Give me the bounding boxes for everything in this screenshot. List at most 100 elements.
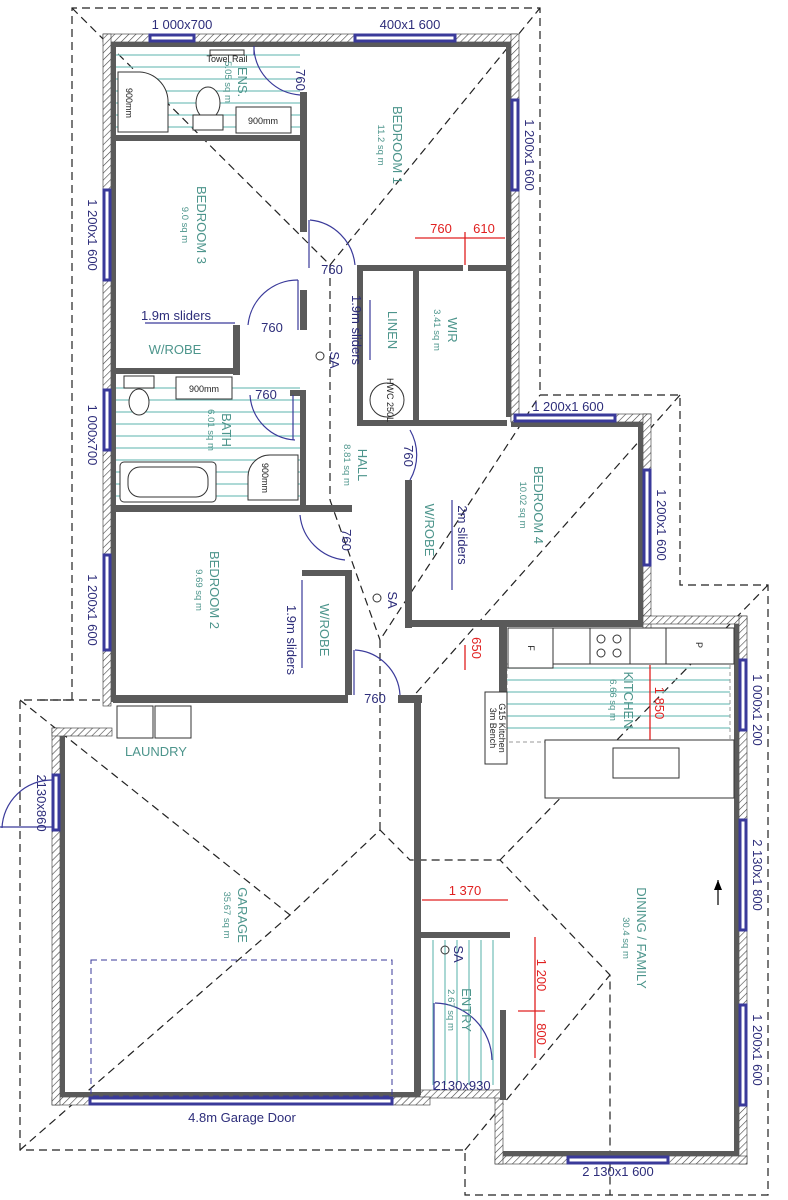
red-dimension-lines — [415, 232, 651, 1058]
car-outline — [90, 959, 393, 1097]
hwc-label: HWC 250L — [385, 378, 395, 422]
towel-rail-icon — [209, 49, 245, 56]
window-label: 1 000x1 200 — [750, 674, 765, 746]
room-laundry-name: LAUNDRY — [125, 744, 187, 759]
dim-label: 1 200 — [534, 959, 549, 992]
dim-label: 650 — [469, 637, 484, 659]
room-hall-area: 8.81 sq m — [341, 444, 352, 486]
wet-area-entry — [432, 940, 494, 1085]
slider-label: 1.9m sliders — [284, 605, 299, 676]
room-bedroom4-area: 10.02 sq m — [517, 482, 528, 529]
room-wir-area: 3.41 sq m — [431, 309, 442, 351]
room-garage-name: GARAGE — [235, 887, 250, 943]
room-bedroom3-area: 9.0 sq m — [179, 207, 190, 244]
pantry — [665, 627, 735, 665]
window-label: 1 000x700 — [152, 17, 213, 32]
door-size-label: 760 — [339, 529, 354, 551]
vanity-size-label: 900mm — [189, 384, 219, 394]
smoke-alarm-icon — [440, 945, 450, 955]
window-label: 2 130x1 600 — [582, 1164, 654, 1179]
windows — [51, 33, 748, 1165]
fridge-label: F — [526, 645, 536, 651]
dim-label: 1 370 — [449, 883, 482, 898]
doors — [0, 46, 493, 1090]
window-label: 1 200x1 600 — [750, 1014, 765, 1086]
room-bath-name: BATH — [219, 413, 234, 447]
room-ensuite-name: ENS. — [235, 67, 250, 97]
fixture-labels: Towel Rail 900mm 900mm 900mm 900mm HWC 2… — [124, 54, 704, 963]
laundry-tub — [116, 705, 154, 739]
window-labels: 1 000x700 400x1 600 1 200x1 600 1 200x1 … — [34, 17, 765, 1179]
smoke-alarm-icon — [315, 351, 325, 361]
room-bedroom1-area: 11.2 sq m — [375, 124, 386, 165]
room-bath-area: 6.01 sq m — [205, 409, 216, 451]
ensuite-vanity — [235, 106, 292, 134]
window-label: 1 200x1 600 — [85, 574, 100, 646]
slider-label: 1.9m sliders — [349, 295, 364, 366]
pantry-label: P — [694, 642, 704, 648]
door-size-label: 760 — [364, 691, 386, 706]
slider-label: 1.9m sliders — [141, 308, 212, 323]
smoke-alarm-icon — [372, 593, 382, 603]
cooktop — [589, 627, 631, 665]
shower-size-label: 900mm — [260, 463, 270, 493]
room-entry-area: 2.67 sq m — [445, 989, 456, 1031]
garage-door-label: 4.8m Garage Door — [188, 1110, 296, 1125]
window-label: 1 200x1 600 — [532, 399, 604, 414]
room-bedroom4-name: BEDROOM 4 — [531, 466, 546, 544]
bath-toilet — [128, 388, 150, 416]
vanity-size-label: 900mm — [248, 116, 278, 126]
room-entry-name: ENTRY — [459, 988, 474, 1032]
door-size-label: 760 — [293, 69, 308, 91]
door-size-label: 760 — [261, 320, 283, 335]
room-dining-name: DINING / FAMILY — [634, 887, 649, 989]
room-bedroom2-area: 9.69 sq m — [193, 569, 204, 611]
smoke-alarm-label: SA — [385, 591, 400, 609]
window-label: 1 000x700 — [85, 405, 100, 466]
shower-size-label: 900mm — [124, 88, 134, 118]
kitchen-sink — [612, 747, 680, 779]
dim-label: 760 — [430, 221, 452, 236]
red-dimension-labels: 760 610 650 1 850 1 370 1 200 800 — [430, 221, 667, 1045]
window-label: 2130x930 — [433, 1078, 490, 1093]
dim-label: 610 — [473, 221, 495, 236]
window-label: 1 200x1 600 — [522, 119, 537, 191]
dim-label: 800 — [534, 1023, 549, 1045]
room-wrobe2-name: W/ROBE — [317, 604, 332, 657]
room-linen-name: LINEN — [385, 311, 400, 349]
bath-vanity — [175, 376, 233, 400]
room-bedroom3-name: BEDROOM 3 — [194, 186, 209, 264]
kitchen-note-box — [484, 691, 508, 765]
room-wrobe4-name: W/ROBE — [422, 504, 437, 557]
room-dining-area: 30.4 sq m — [620, 917, 631, 959]
window-label: 400x1 600 — [380, 17, 441, 32]
room-bedroom2-name: BEDROOM 2 — [207, 551, 222, 629]
room-hall-name: HALL — [355, 449, 370, 482]
slider-label: 2m sliders — [455, 505, 470, 565]
window-label: 1 200x1 600 — [85, 199, 100, 271]
interior-walls — [60, 42, 739, 1156]
room-wrobe3-name: W/ROBE — [149, 342, 202, 357]
door-size-label: 760 — [321, 262, 343, 277]
window-label: 2 130x1 800 — [750, 839, 765, 911]
smoke-alarm-label: SA — [327, 351, 342, 369]
room-kitchen-name: KITCHEN — [621, 671, 636, 728]
towel-rail-label: Towel Rail — [206, 54, 247, 64]
fixtures — [90, 49, 735, 1097]
ensuite-shower — [117, 71, 169, 133]
hot-water-cylinder — [369, 382, 405, 418]
room-labels: ENS. 5.05 sq m BEDROOM 1 11.2 sq m BEDRO… — [125, 61, 649, 1032]
kitchen-note: 3m Bench — [488, 708, 498, 749]
door-labels: 760 760 760 760 760 760 760 — [255, 69, 416, 706]
slider-labels: 1.9m sliders 1.9m sliders 2m sliders 1.9… — [141, 295, 470, 676]
room-wir-name: WIR — [445, 317, 460, 342]
ensuite-toilet — [195, 86, 221, 120]
room-kitchen-area: 6.66 sq m — [607, 679, 618, 721]
kitchen-note: G15 Kitchen — [497, 703, 507, 753]
bath-shower — [247, 454, 299, 501]
window-label: 2130x860 — [34, 774, 49, 831]
door-size-label: 760 — [401, 445, 416, 467]
room-garage-area: 35.67 sq m — [221, 892, 232, 939]
room-bedroom1-name: BEDROOM 1 — [390, 106, 405, 184]
